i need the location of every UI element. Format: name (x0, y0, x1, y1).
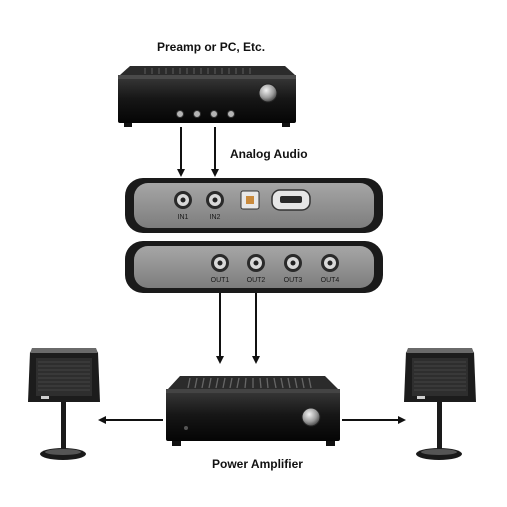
source-device-label: Preamp or PC, Etc. (157, 40, 266, 54)
out2-jack-icon (247, 254, 265, 272)
right-speaker-icon (404, 348, 476, 460)
optical-port-icon (240, 190, 260, 210)
amplifier-volume-knob-icon (301, 407, 321, 427)
amplifier-vents (187, 377, 312, 389)
analog-audio-label: Analog Audio (230, 147, 308, 161)
out4-jack-icon (321, 254, 339, 272)
amplifier-icon (166, 376, 340, 446)
out1-jack-icon (211, 254, 229, 272)
out3-jack-icon (284, 254, 302, 272)
port-label-in2: IN2 (210, 214, 221, 221)
in2-jack-icon (206, 191, 224, 209)
left-speaker-icon (28, 348, 100, 460)
output-panel: OUT1 OUT2 OUT3 OUT4 (125, 241, 383, 293)
power-amplifier-label: Power Amplifier (212, 457, 303, 471)
port-label-in1: IN1 (178, 214, 189, 221)
port-label-out4: OUT4 (321, 277, 340, 284)
input-panel: IN1 IN2 (125, 178, 383, 233)
port-label-out2: OUT2 (247, 277, 266, 284)
port-label-out3: OUT3 (284, 277, 303, 284)
hdmi-port-icon (271, 189, 311, 211)
preamp-icon (118, 66, 296, 127)
in1-jack-icon (174, 191, 192, 209)
preamp-volume-knob-icon (258, 83, 278, 103)
preamp-vents (144, 68, 251, 74)
port-label-out1: OUT1 (211, 277, 230, 284)
